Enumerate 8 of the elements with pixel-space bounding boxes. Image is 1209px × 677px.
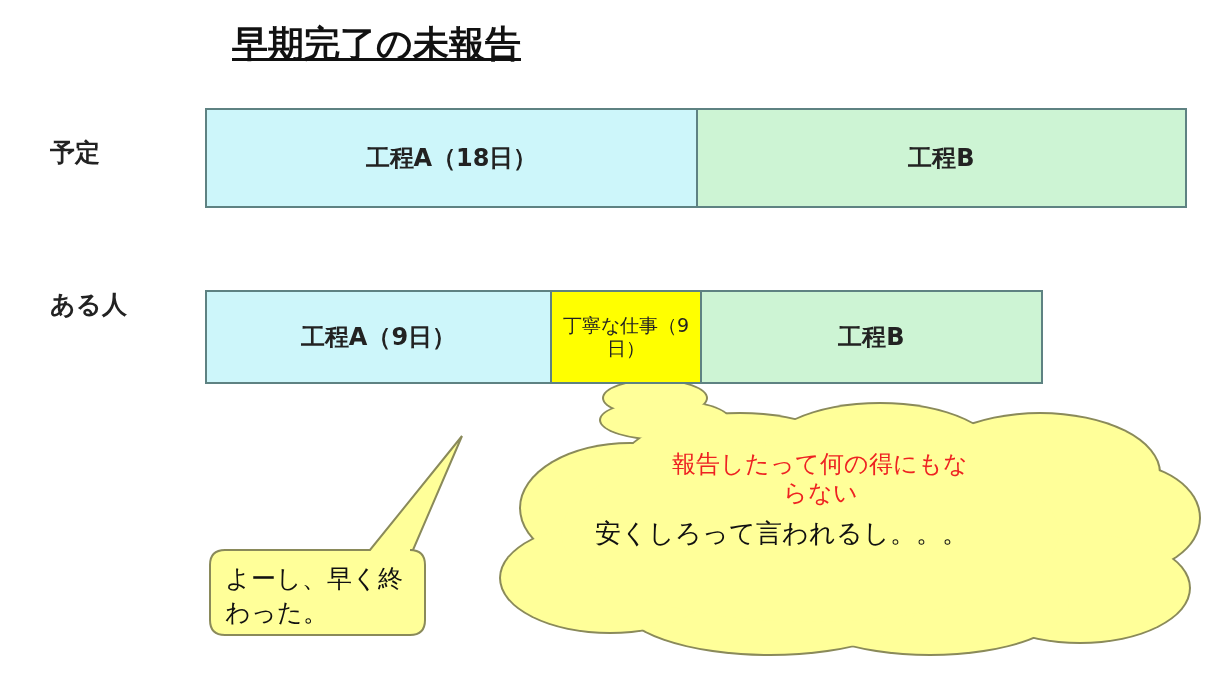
title: 早期完了の未報告: [232, 22, 521, 66]
row-label: ある人: [50, 290, 127, 320]
task-bar: 工程A（9日）: [205, 290, 552, 384]
task-bar: 工程B: [696, 108, 1187, 208]
task-bar: 工程B: [700, 290, 1043, 384]
row-label: 予定: [50, 138, 100, 168]
task-bar: 丁寧な仕事（9日）: [550, 290, 702, 384]
task-bar: 工程A（18日）: [205, 108, 698, 208]
